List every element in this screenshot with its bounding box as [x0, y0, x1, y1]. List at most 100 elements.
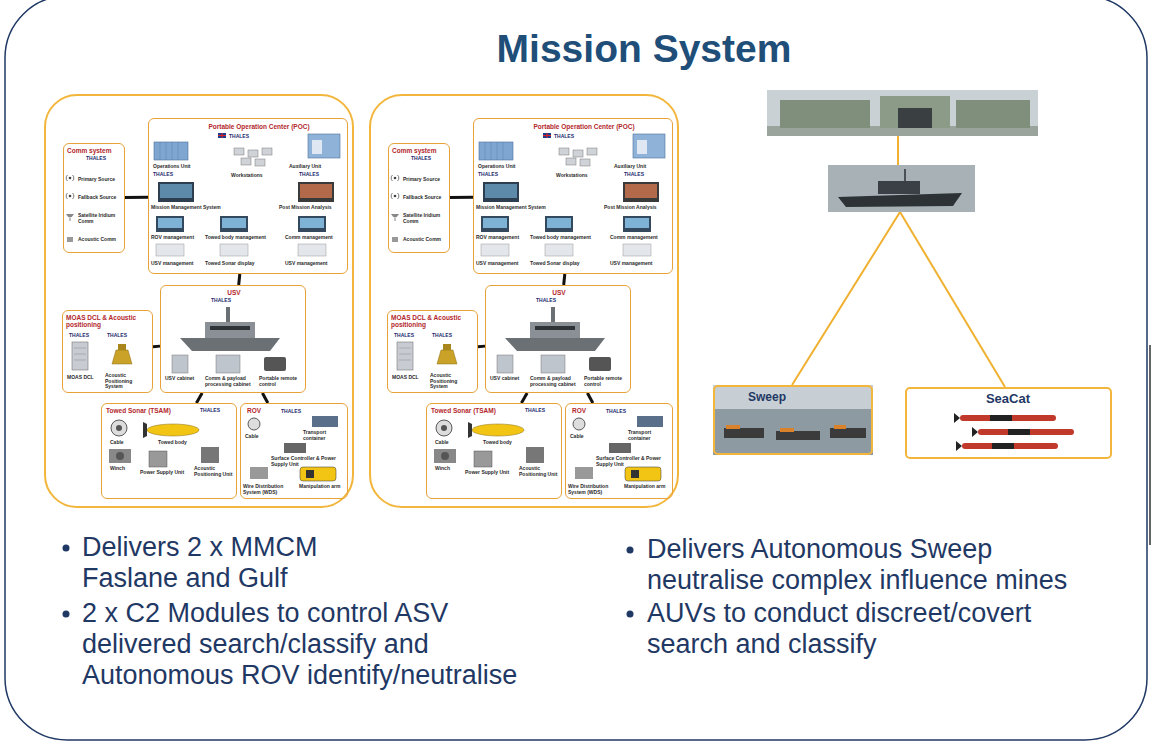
logo-text: THALES: [394, 333, 424, 339]
seacat-picture: [972, 427, 1074, 437]
box-heading: ROV: [572, 407, 602, 414]
bullet-text: Delivers 2 x MMCM Faslane and Gulf: [82, 532, 362, 594]
diagram-title: Mission System: [444, 29, 844, 68]
item-caption: Acoustic Positioning Unit: [194, 466, 234, 477]
equipment-icons: [69, 177, 72, 180]
base-photo: [898, 108, 932, 128]
item-caption: Portable remote control: [584, 376, 628, 387]
box-heading: Comm system: [67, 147, 121, 154]
sweep-photo: [713, 385, 873, 455]
item-caption: USV cabinet: [165, 376, 205, 382]
box-heading: Portable Operation Center (POC): [504, 123, 664, 130]
connector-line: [564, 274, 565, 285]
hierarchy-line: [792, 136, 1005, 387]
module-frame: [45, 95, 353, 507]
moas-box: MOAS DCL & Acoustic positioningTHALESTHA…: [62, 310, 153, 393]
item-caption: Operations Unit: [153, 164, 213, 170]
sweep-photo: [724, 428, 764, 438]
item-caption: USV management: [476, 261, 528, 267]
box-heading: Towed Sonar (TSAM): [106, 407, 196, 414]
logo-text: THALES: [432, 333, 462, 339]
equipment-icons: [248, 418, 260, 430]
equipment-icons: [308, 134, 340, 158]
item-caption: Towed body management: [530, 235, 602, 241]
base-photo: [780, 100, 870, 128]
equipment-icons: [69, 195, 72, 198]
seacat-picture: [1008, 429, 1030, 435]
seacat-picture: [905, 387, 1111, 459]
sweep-photo: [830, 428, 866, 438]
equipment-icons: [66, 193, 74, 199]
item-caption: Comm & payload processing cabinet: [205, 376, 261, 387]
box-heading: Portable Operation Center (POC): [179, 123, 339, 130]
item-caption: Comm management: [285, 235, 343, 241]
logo-text: THALES: [69, 333, 99, 339]
bullet-text: 2 x C2 Modules to control ASV delivered …: [82, 598, 542, 691]
seacat-picture: [954, 413, 960, 423]
rov-box: ROVTHALESCableTransport containerSurface…: [565, 403, 673, 499]
equipment-icons: [264, 357, 286, 371]
equipment-icons: [156, 216, 184, 232]
moas-box: MOAS DCL & Acoustic positioningTHALESTHA…: [387, 310, 478, 393]
equipment-icons: [312, 140, 322, 154]
equipment-icons: [66, 214, 74, 218]
item-caption: Wire Distribution System (WDS): [243, 484, 297, 495]
connector-line: [262, 393, 267, 403]
equipment-icons: [67, 237, 73, 242]
equipment-icons: [226, 307, 230, 322]
item-caption: USV management: [285, 261, 343, 267]
sweep-photo: [780, 428, 794, 432]
box-heading: Towed Sonar (TSAM): [431, 407, 521, 414]
equipment-icons: [160, 184, 192, 198]
connector-line: [450, 196, 473, 199]
item-caption: Cable: [435, 440, 459, 446]
item-caption: Towed body: [158, 440, 198, 446]
bullet-text: AUVs to conduct discreet/covert search a…: [647, 598, 1087, 660]
item-caption: Manipulation arm: [624, 484, 670, 490]
equipment-icons: [222, 218, 246, 228]
equipment-icons: [72, 342, 88, 370]
item-caption: Transport container: [303, 430, 345, 441]
item-caption: Surface Controller & Power Supply Unit: [271, 456, 343, 467]
usv-photo: [878, 181, 920, 194]
item-caption: Primary Source: [78, 177, 122, 183]
equipment-icons: [218, 133, 226, 138]
logo-text: THALES: [606, 409, 636, 415]
seacat-box: SeaCat: [905, 387, 1112, 459]
logo-text: THALES: [229, 134, 269, 140]
box-heading: Sweep: [745, 391, 811, 404]
equipment-icons: [248, 150, 258, 157]
item-caption: Comm management: [610, 235, 668, 241]
item-caption: Satellite Iridium Comm: [78, 213, 122, 224]
equipment-icons: [205, 322, 255, 338]
sweep-photo: [713, 385, 873, 455]
logo-text: THALES: [200, 408, 234, 414]
item-caption: Winch: [110, 466, 138, 472]
item-caption: Towed body: [483, 440, 523, 446]
comm-box: Comm systemTHALESPrimary SourceFallback …: [63, 143, 125, 253]
seacat-picture: [956, 441, 962, 451]
equipment-icons: [284, 443, 306, 453]
poc-box: Portable Operation Center (POC)THALESOpe…: [473, 118, 673, 274]
module-frame: [370, 95, 678, 507]
equipment-icons: [111, 420, 127, 436]
logo-text: THALES: [211, 298, 251, 304]
item-caption: Comm & payload processing cabinet: [530, 376, 586, 387]
item-caption: Surface Controller & Power Supply Unit: [596, 456, 668, 467]
seacat-picture: [956, 441, 1058, 451]
base-photo: [880, 96, 950, 128]
connector-line: [478, 345, 485, 349]
item-caption: Acoustic Positioning System: [105, 373, 147, 390]
sweep-photo: [726, 425, 846, 432]
equipment-icons: [180, 338, 280, 351]
equipment-icons: [312, 416, 338, 427]
box-heading: USV: [541, 289, 577, 296]
item-caption: Acoustic Comm: [78, 237, 122, 243]
logo-text: THALES: [153, 172, 193, 178]
sweep-photo: [724, 428, 866, 440]
outer-frame: [1149, 345, 1151, 545]
equipment-icons: [112, 350, 132, 364]
usv-photo: [828, 165, 975, 212]
item-caption: Power Supply Unit: [140, 470, 192, 476]
